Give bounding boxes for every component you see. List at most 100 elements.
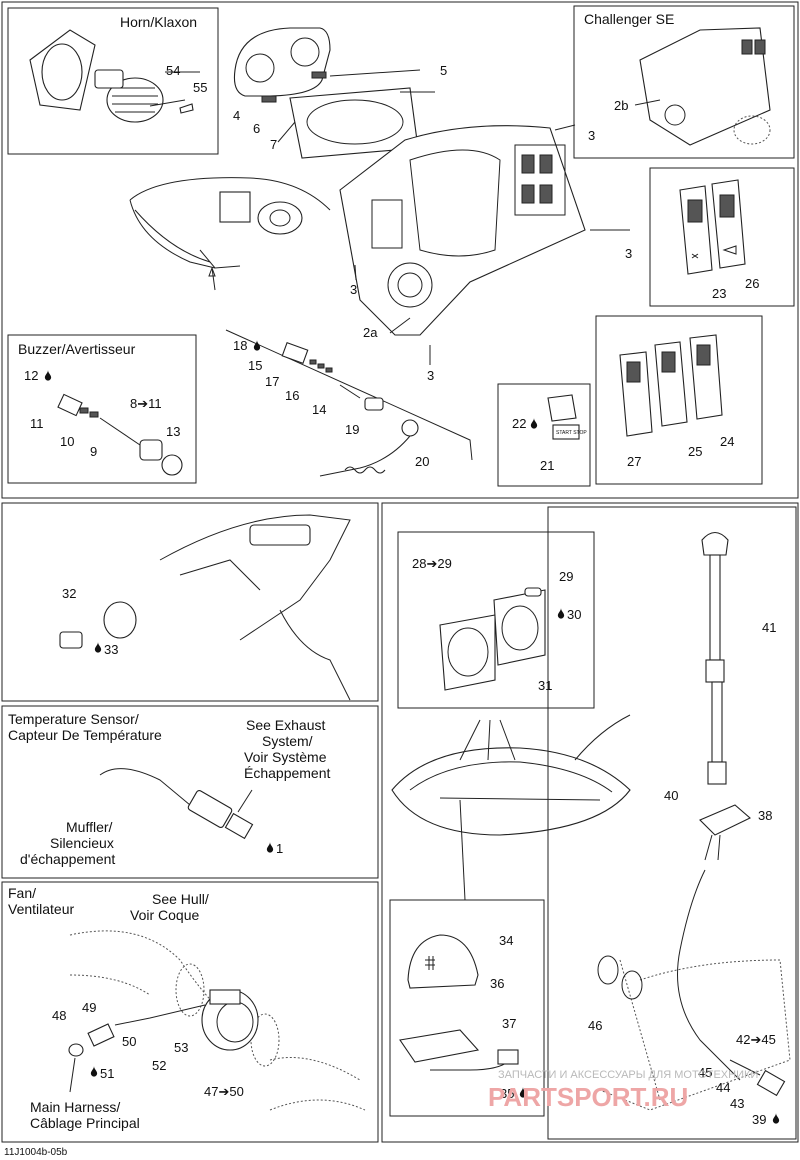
watermark-logo: PARTSPORT.RU xyxy=(488,1082,688,1112)
muffler-2: Silencieux xyxy=(50,835,114,851)
callout-8-11: 8➔11 xyxy=(130,396,162,411)
switch-26 xyxy=(711,179,746,269)
fan-title-1: Fan/ xyxy=(8,885,36,901)
callout-24: 24 xyxy=(720,434,734,449)
hull-outline xyxy=(599,959,791,1111)
callout-22: 22 xyxy=(512,416,526,431)
callout-3-left: 3 xyxy=(350,282,357,297)
callout-26: 26 xyxy=(745,276,759,291)
start-stop-panel xyxy=(497,383,591,487)
dash-panel xyxy=(339,125,586,336)
hull-note-2: Voir Coque xyxy=(130,907,199,923)
callout-10: 10 xyxy=(60,434,74,449)
callout-44: 44 xyxy=(716,1080,730,1095)
top-section-frame xyxy=(1,1,799,499)
challenger-dash xyxy=(639,27,771,146)
exhaust-note-4: Échappement xyxy=(244,765,331,781)
connector-harness xyxy=(281,341,419,477)
callout-40: 40 xyxy=(664,788,678,803)
callout-6: 6 xyxy=(253,121,260,136)
callout-3-top: 3 xyxy=(588,128,595,143)
callout-16: 16 xyxy=(285,388,299,403)
light-panel xyxy=(389,899,545,1117)
gauge-cluster xyxy=(233,27,331,103)
drop-icon xyxy=(557,608,565,619)
callout-13: 13 xyxy=(166,424,180,439)
callout-45: 45 xyxy=(698,1065,712,1080)
callout-32: 32 xyxy=(62,586,76,601)
callout-7: 7 xyxy=(270,137,277,152)
switch-panel-b xyxy=(595,315,763,485)
pole-base-connector xyxy=(729,1059,786,1097)
gauge-closeup-panel xyxy=(397,531,595,709)
callout-42-45: 42➔45 xyxy=(736,1032,776,1047)
callout-27: 27 xyxy=(627,454,641,469)
buzzer-title: Buzzer/Avertisseur xyxy=(18,341,136,357)
callout-3-right: 3 xyxy=(625,246,632,261)
callout-5: 5 xyxy=(440,63,447,78)
gauge-section-frame xyxy=(1,502,379,702)
callout-47-50: 47➔50 xyxy=(204,1084,244,1099)
horn-title: Horn/Klaxon xyxy=(120,14,197,30)
callout-50: 50 xyxy=(122,1034,136,1049)
drop-icon xyxy=(530,418,538,429)
callout-31: 31 xyxy=(538,678,552,693)
horn-part xyxy=(29,29,200,123)
start-stop-label: START STOP xyxy=(556,430,587,436)
callout-2b: 2b xyxy=(614,98,628,113)
navigation-light xyxy=(399,934,519,1071)
callout-4: 4 xyxy=(233,108,240,123)
callout-14: 14 xyxy=(312,402,326,417)
drop-icon xyxy=(44,370,52,381)
exhaust-note-2: System/ xyxy=(262,733,313,749)
harness-note-1: Main Harness/ xyxy=(30,1099,120,1115)
challenger-panel xyxy=(573,5,795,159)
drop-icon xyxy=(253,340,261,351)
gauge-mount-view xyxy=(59,514,351,701)
boat-section-frame xyxy=(381,502,799,1143)
callout-38: 38 xyxy=(758,808,772,823)
watermark-text: ЗАПЧАСТИ И АКСЕССУАРЫ ДЛЯ МОТОТЕХНИКИ xyxy=(498,1069,758,1081)
callout-19: 19 xyxy=(345,422,359,437)
callout-17: 17 xyxy=(265,374,279,389)
callout-35: 35 xyxy=(500,1086,514,1101)
switch-23 xyxy=(679,185,713,275)
fan-motor xyxy=(201,989,259,1051)
callout-41: 41 xyxy=(762,620,776,635)
fan-section-frame xyxy=(1,881,379,1143)
boat-dash-view xyxy=(129,177,331,269)
ventilation-hose xyxy=(69,930,366,1111)
temp-title-2: Capteur De Température xyxy=(8,727,162,743)
callout-37: 37 xyxy=(502,1016,516,1031)
boat-overview xyxy=(391,714,631,901)
drop-icon xyxy=(90,1066,98,1077)
callout-51: 51 xyxy=(100,1066,114,1081)
temp-title-1: Temperature Sensor/ xyxy=(8,711,139,727)
callout-25: 25 xyxy=(688,444,702,459)
callout-3-bottom: 3 xyxy=(427,368,434,383)
callout-2a: 2a xyxy=(363,325,378,340)
start-stop-switch xyxy=(547,394,580,440)
callout-52: 52 xyxy=(152,1058,166,1073)
gauge-body xyxy=(439,587,546,691)
callout-49: 49 xyxy=(82,1000,96,1015)
callout-55: 55 xyxy=(193,80,207,95)
switch-24 xyxy=(689,334,723,420)
callout-12: 12 xyxy=(24,368,38,383)
callout-30: 30 xyxy=(567,607,581,622)
callout-43: 43 xyxy=(730,1096,744,1111)
drop-icon xyxy=(94,642,102,653)
clamps xyxy=(597,955,643,1000)
drawing-id: 11J1004b-05b xyxy=(4,1147,68,1158)
callout-28-29: 28➔29 xyxy=(412,556,452,571)
callout-53: 53 xyxy=(174,1040,188,1055)
muffler-3: d'échappement xyxy=(20,851,115,867)
callout-33: 33 xyxy=(104,642,118,657)
hull-note-1: See Hull/ xyxy=(152,891,209,907)
muffler-1: Muffler/ xyxy=(66,819,113,835)
fan-connector xyxy=(68,1004,206,1057)
drop-icon xyxy=(772,1113,780,1124)
buzzer-part xyxy=(57,393,183,476)
callout-46: 46 xyxy=(588,1018,602,1033)
